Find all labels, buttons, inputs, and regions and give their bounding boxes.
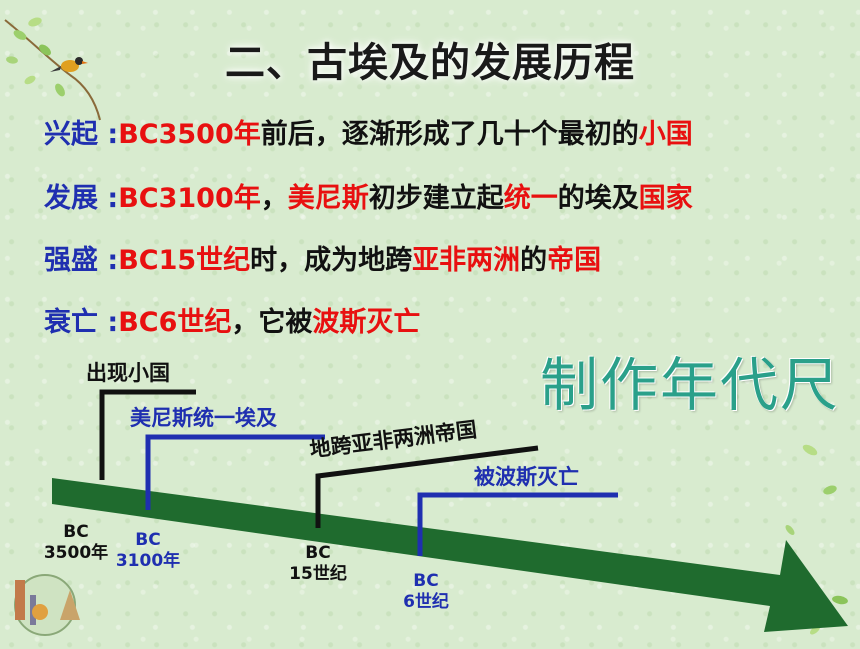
- stage-text: 帝国: [547, 245, 602, 276]
- event-marker-small-states: [99, 389, 196, 480]
- tick-label-era: BC: [305, 543, 331, 563]
- decorative-vine: [0, 0, 110, 130]
- stage-text: 波斯灭亡: [312, 307, 421, 338]
- event-marker-empire: [315, 445, 539, 528]
- event-label: 被波斯灭亡: [474, 465, 579, 489]
- stage-text: 的埃及: [557, 183, 639, 214]
- tick-label: BC 15世纪: [278, 543, 358, 585]
- stage-row-develop: 发展 :BC3100年，美尼斯初步建立起统一的埃及国家: [44, 176, 693, 215]
- stage-text: 亚非两洲: [412, 245, 521, 276]
- stage-label: 兴起 :: [44, 119, 119, 150]
- stage-text: 前后，逐渐形成了几十个最初的: [260, 119, 639, 150]
- decorative-landmarks: [0, 540, 100, 645]
- stage-text: ，它被: [231, 307, 313, 338]
- event-marker-persian-conquest: [417, 492, 618, 556]
- stage-text: BC3500年: [118, 119, 261, 150]
- tick-label: BC 3500年: [36, 522, 116, 564]
- stage-row-rise: 兴起 :BC3500年前后，逐渐形成了几十个最初的小国: [44, 112, 693, 151]
- stage-text: 统一: [503, 183, 558, 214]
- stage-text: 国家: [638, 183, 693, 214]
- tick-label: BC 6世纪: [386, 571, 466, 613]
- globe-landmarks-icon: [14, 574, 80, 636]
- stage-text: BC3100年: [118, 183, 261, 214]
- event-label: 出现小国: [86, 361, 170, 385]
- event-label: 美尼斯统一埃及: [130, 406, 277, 430]
- timeline-arrow: [52, 478, 848, 632]
- stage-text: BC15世纪: [118, 245, 251, 276]
- bird-branch-icon: [4, 17, 101, 121]
- tick-label: BC 3100年: [108, 530, 188, 572]
- stage-label: 衰亡 :: [44, 307, 119, 338]
- tick-label-era: BC: [135, 530, 161, 550]
- tick-label-era: BC: [63, 522, 89, 542]
- stage-text: ，: [260, 183, 288, 214]
- stage-text: 小国: [638, 119, 693, 150]
- tick-label-era: BC: [413, 571, 439, 591]
- stage-text: 的: [520, 245, 548, 276]
- stage-label: 发展 :: [44, 183, 119, 214]
- stage-row-decline: 衰亡 :BC6世纪，它被波斯灭亡: [44, 300, 420, 339]
- stage-text: 初步建立起: [368, 183, 504, 214]
- stage-label: 强盛 :: [44, 245, 119, 276]
- stage-text: BC6世纪: [118, 307, 232, 338]
- event-marker-unification: [145, 434, 325, 510]
- page-title: 二、古埃及的发展历程: [225, 40, 635, 86]
- tick-label-date: 3500年: [43, 543, 109, 563]
- stage-row-prosper: 强盛 :BC15世纪时，成为地跨亚非两洲的帝国: [44, 238, 601, 277]
- tick-label-date: 6世纪: [403, 592, 449, 612]
- tick-label-date: 3100年: [115, 551, 181, 571]
- stage-text: 时，成为地跨: [250, 245, 413, 276]
- stage-text: 美尼斯: [287, 183, 369, 214]
- tick-label-date: 15世纪: [289, 564, 347, 584]
- ruler-heading: 制作年代尺: [540, 351, 841, 419]
